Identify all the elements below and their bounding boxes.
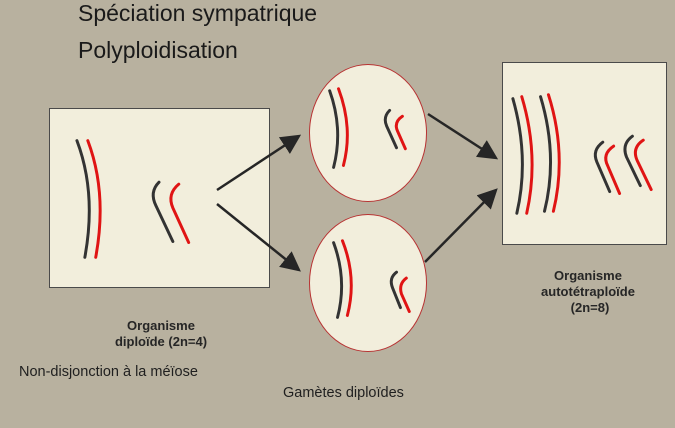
chromosome-short-red — [399, 276, 411, 313]
chromosome-long-dark — [75, 139, 91, 259]
chromosome-short-dark-1 — [593, 140, 612, 194]
chromosome-long-dark-1 — [511, 97, 524, 215]
autotetraploid-organism-panel — [502, 62, 667, 245]
chromosome-short-dark — [383, 108, 398, 150]
chromosome-long-dark — [328, 89, 340, 169]
chromosome-long-red-1 — [520, 95, 534, 215]
autotetraploid-chromosomes — [511, 93, 653, 215]
chromosome-short-red — [169, 182, 191, 244]
chromosome-long-red — [340, 239, 353, 317]
title-line-1: Spéciation sympatrique — [78, 0, 318, 26]
gamete-top — [309, 64, 427, 202]
autotetraploid-label-line-2: autotétraploïde — [541, 284, 635, 299]
diploid-label-line-1: Organisme — [127, 318, 195, 333]
gamete-bottom — [309, 214, 427, 352]
title-line-2: Polyploidisation — [78, 37, 238, 63]
chromosome-short-red-2 — [633, 138, 653, 192]
chromosome-long-dark-2 — [539, 95, 553, 213]
chromosome-long-dark — [332, 241, 344, 319]
chromosome-short-red-1 — [604, 144, 622, 195]
diploid-organism-panel — [49, 108, 270, 288]
gametes-caption: Gamètes diploïdes — [283, 385, 404, 401]
chromosome-short-red — [394, 114, 407, 151]
chromosome-short-dark — [151, 180, 175, 243]
gamete-bottom-chromosomes — [332, 239, 411, 319]
chromosome-long-red-2 — [546, 93, 561, 213]
diploid-label-line-2: diploïde (2n=4) — [114, 334, 208, 349]
arrow-gamete-top-to-autotetraploid — [427, 112, 499, 160]
arrow-gamete-bottom-to-autotetraploid — [424, 188, 498, 263]
chromosome-long-red — [337, 87, 349, 167]
diploid-chromosomes — [75, 139, 191, 259]
autotetraploid-label-line-3: (2n=8) — [570, 300, 610, 315]
chromosome-short-dark-2 — [623, 134, 642, 188]
gamete-top-chromosomes — [328, 87, 407, 169]
non-disjunction-caption: Non-disjonction à la méïose — [19, 364, 198, 380]
autotetraploid-label-line-1: Organisme — [554, 268, 622, 283]
chromosome-long-red — [86, 139, 102, 259]
chromosome-short-dark — [389, 270, 402, 310]
